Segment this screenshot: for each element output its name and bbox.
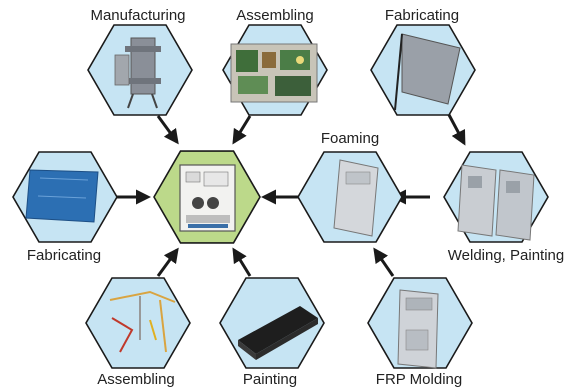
blue-panel-photo — [25, 169, 99, 223]
label-painting: Painting — [242, 371, 298, 388]
foamed-door-photo — [333, 159, 379, 237]
arrow-assembling-top-to-center — [232, 115, 252, 145]
tank-assembly-photo — [114, 37, 161, 109]
arrow-fabricating-top-to-welding — [446, 112, 466, 146]
label-fabricating-left: Fabricating — [26, 247, 102, 264]
label-assembling-top: Assembling — [236, 7, 314, 24]
arrow-painting-to-center — [232, 247, 252, 277]
wire-harness-photo — [109, 290, 176, 353]
arrow-frp-to-foaming — [373, 247, 395, 277]
black-tray-photo — [238, 306, 318, 360]
flow-arrows — [117, 112, 466, 277]
finished-unit-photo — [179, 164, 236, 232]
label-welding-painting: Welding, Painting — [447, 247, 565, 264]
metal-sheet-photo — [394, 33, 461, 111]
label-manufacturing: Manufacturing — [90, 7, 186, 24]
label-fabricating-top: Fabricating — [384, 7, 460, 24]
label-foaming: Foaming — [320, 130, 380, 147]
frp-panel-photo — [397, 289, 439, 369]
arrow-assembling-bottom-to-center — [156, 247, 179, 277]
label-assembling-bottom: Assembling — [97, 371, 175, 388]
welded-doors-photo — [457, 164, 535, 241]
label-frp-molding: FRP Molding — [375, 371, 463, 388]
hexagon-bottom-left — [85, 277, 191, 369]
electrical-panel-photo — [230, 43, 318, 103]
arrow-manufacturing-to-center — [156, 115, 179, 145]
